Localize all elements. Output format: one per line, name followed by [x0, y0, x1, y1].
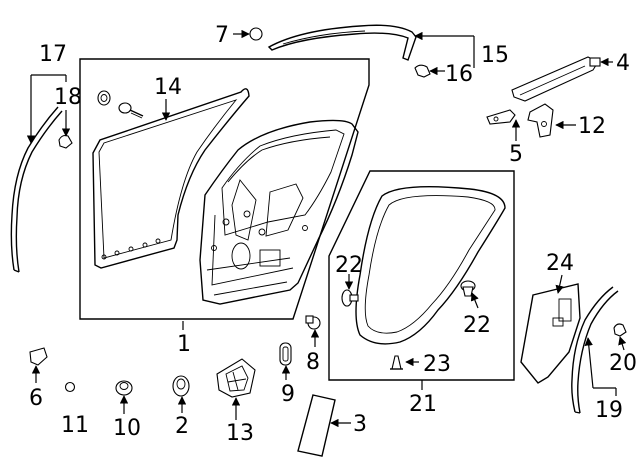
- strip-19-part: [571, 286, 619, 414]
- door-shell-group-box: [79, 58, 370, 320]
- callout-21: 21: [409, 392, 437, 417]
- callout-20: 20: [609, 351, 637, 376]
- trim-24-part: [520, 283, 581, 384]
- clip-16-part: [414, 64, 431, 78]
- callout-7: 7: [215, 23, 229, 48]
- weatherstrip-part: [355, 185, 506, 345]
- cap-7-part: [249, 27, 263, 41]
- stopper-2-part: [172, 375, 190, 397]
- screw-part: [118, 102, 144, 119]
- speaker-cover-13-part: [216, 358, 256, 398]
- grommet-part: [97, 90, 111, 106]
- callout-12: 12: [578, 114, 606, 139]
- callout-23: 23: [423, 352, 451, 377]
- callout-17: 17: [39, 42, 67, 67]
- callout-18: 18: [54, 85, 82, 110]
- callout-13: 13: [226, 421, 254, 446]
- rod-5-part: [486, 109, 516, 125]
- callout-22-right: 22: [463, 313, 491, 338]
- door-frame-part: [92, 88, 250, 269]
- callout-6: 6: [29, 386, 43, 411]
- callout-15: 15: [481, 43, 509, 68]
- clip-20-part: [613, 323, 627, 337]
- callout-9: 9: [281, 382, 295, 407]
- bumper-10-part: [115, 380, 133, 396]
- callout-11: 11: [61, 413, 89, 438]
- plug-9-part: [279, 342, 292, 366]
- callout-1: 1: [177, 332, 191, 357]
- plug-11-part: [64, 381, 76, 393]
- callout-3: 3: [353, 412, 367, 437]
- clip-8-part: [305, 315, 321, 330]
- door-shell-part: [199, 119, 359, 305]
- callout-16: 16: [445, 62, 473, 87]
- clip-6-part: [29, 347, 48, 366]
- callout-8: 8: [306, 350, 320, 375]
- callout-19: 19: [595, 398, 623, 423]
- clip-23-part: [390, 355, 403, 370]
- clip-part-left: [341, 289, 359, 307]
- clip-18-part: [58, 134, 73, 149]
- callout-24: 24: [546, 251, 574, 276]
- callout-2: 2: [175, 414, 189, 439]
- film-3-part: [297, 394, 336, 457]
- clip-part-right: [460, 280, 476, 297]
- handle-4-part: [511, 56, 601, 102]
- callout-5: 5: [509, 142, 523, 167]
- leader-lines: [26, 29, 627, 428]
- moulding-15-part: [267, 24, 417, 61]
- callout-22-left: 22: [335, 253, 363, 278]
- callout-10: 10: [113, 416, 141, 441]
- callout-14: 14: [154, 75, 182, 100]
- callout-4: 4: [616, 51, 630, 76]
- strip-17-part: [10, 106, 63, 273]
- bracket-12-part: [527, 103, 554, 138]
